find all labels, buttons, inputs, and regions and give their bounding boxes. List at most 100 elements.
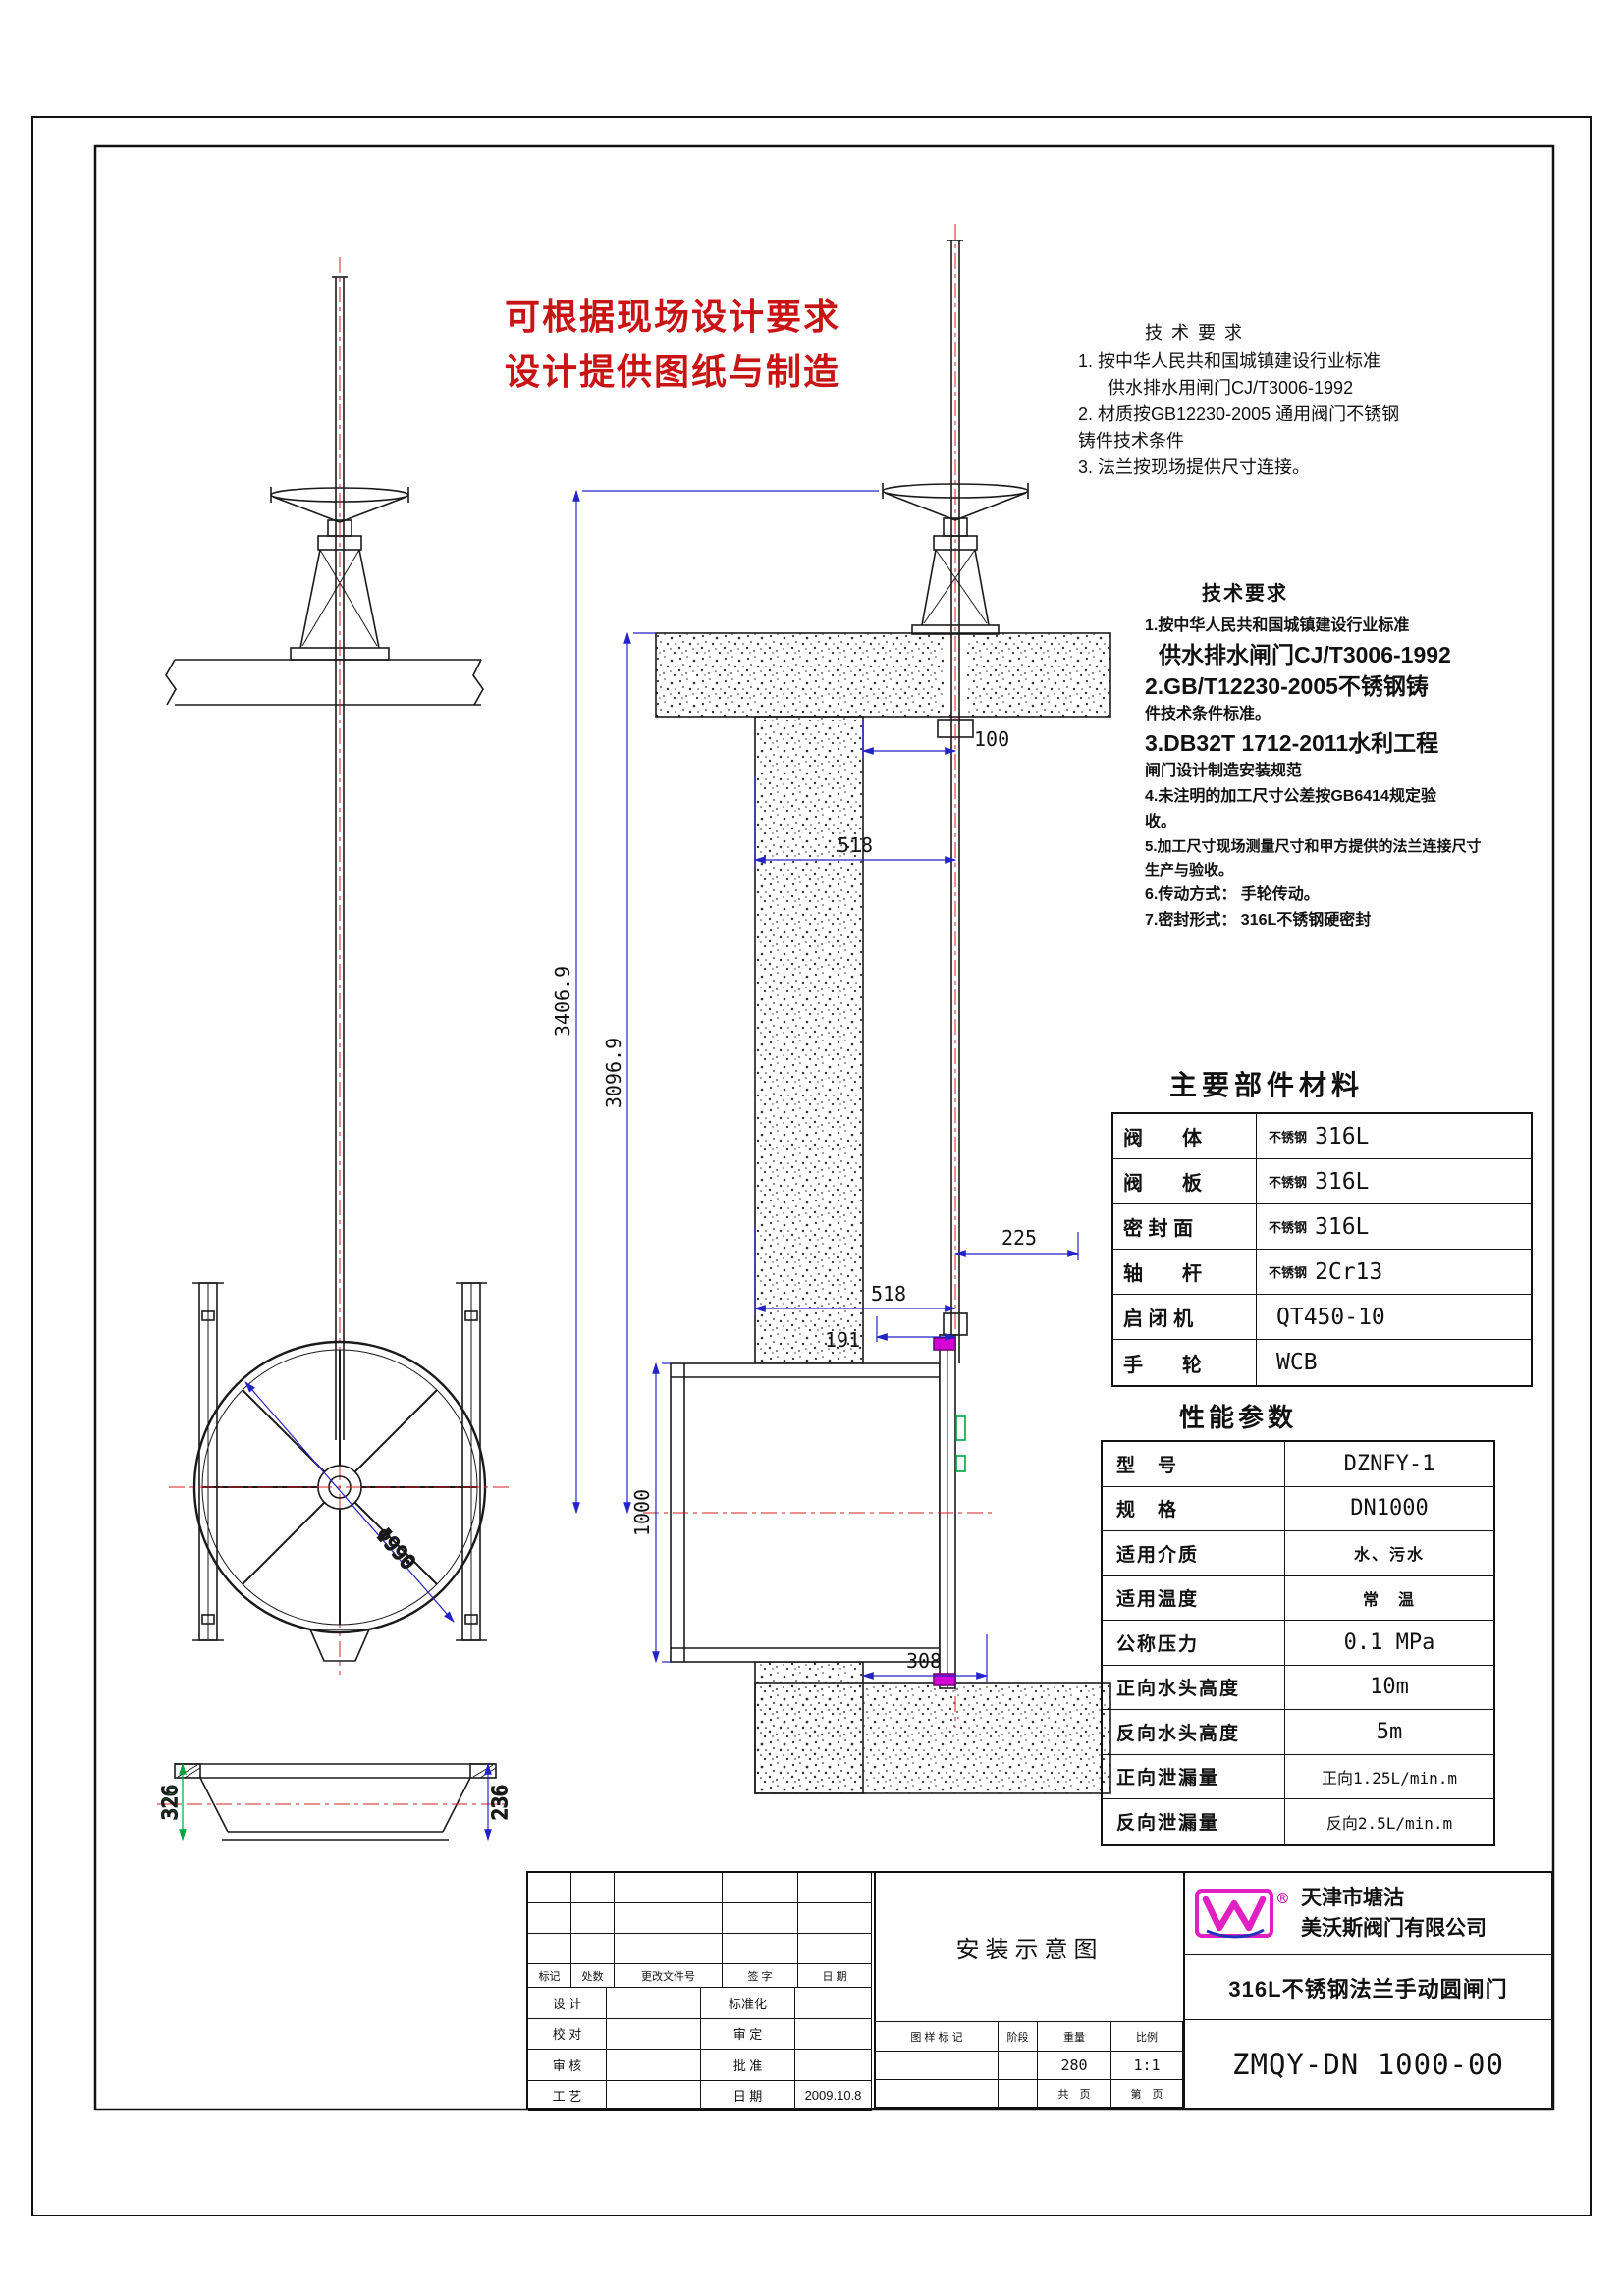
param-value: 反向2.5L/min.m (1325, 1813, 1453, 1833)
company-logo: ® (1195, 1888, 1288, 1938)
material-value: 316L (1315, 1213, 1370, 1240)
stamp-label: 比例 (1111, 2022, 1183, 2052)
tech-main-line: 7.密封形式： 316L不锈钢硬密封 (1145, 912, 1372, 929)
table-row: 手 轮 WCB (1113, 1340, 1531, 1385)
material-name: 阀 板 (1113, 1159, 1257, 1203)
product-name: 316L不锈钢法兰手动圆闸门 (1185, 1955, 1551, 2020)
dim-top-offset: 100 (974, 727, 1009, 751)
channel-section-view: 326 236 (157, 1762, 513, 1842)
sign-value (795, 2018, 872, 2050)
param-value: 常 温 (1362, 1591, 1416, 1609)
rev-header-cell: 标记 (528, 1964, 571, 1988)
params-table: 型 号 DZNFY-1 规 格 DN1000 适用介质 水、污水 适用温度 常 … (1101, 1440, 1495, 1846)
weight-value: 280 (1038, 2052, 1111, 2080)
sign-label: 校 对 (528, 2018, 607, 2050)
material-grade: 不锈钢 (1269, 1130, 1308, 1145)
title-block-center: 安装示意图 图 样 标 记 阶段 重量 比例 280 1:1 共 页 第 页 (874, 1873, 1183, 2108)
disc-diameter-dim: Φ990 (244, 1381, 455, 1623)
red-note-line2: 设计提供图纸与制造 (504, 350, 840, 392)
table-row: 阀 板 不锈钢 316L (1113, 1159, 1531, 1204)
tech-top-line: 3. 法兰按现场提供尺寸连接。 (1078, 457, 1311, 477)
sign-label: 审 核 (528, 2050, 607, 2081)
table-row: 阀 体 不锈钢 316L (1113, 1114, 1531, 1159)
tech-main-line: 闸门设计制造安装规范 (1145, 763, 1303, 779)
guide-rail-right (456, 1282, 487, 1641)
stem-front (332, 276, 348, 1440)
stamp-label: 图 样 标 记 (876, 2022, 999, 2052)
param-value: 10m (1370, 1675, 1409, 1700)
tech-main-line: 4.未注明的加工尺寸公差按GB6414规定验 (1145, 788, 1436, 805)
stamp-label: 重量 (1038, 2022, 1111, 2052)
tech-main-title: 技术要求 (1202, 583, 1288, 605)
revision-header-row: 标记 处数 更改文件号 签 字 日 期 (528, 1964, 874, 1988)
rev-header-cell: 处数 (571, 1964, 615, 1988)
param-name: 规 格 (1103, 1486, 1285, 1530)
bottom-bracket (308, 1629, 371, 1662)
concrete-structure (655, 632, 1111, 1794)
company-city: 天津市塘沽 (1301, 1887, 1404, 1910)
table-row: 反向水头高度 5m (1103, 1710, 1493, 1755)
valve-body-section (670, 1312, 968, 1689)
stamp-grid: 图 样 标 记 阶段 重量 比例 280 1:1 共 页 第 页 (876, 2022, 1183, 2108)
table-row: 型 号 DZNFY-1 (1103, 1442, 1493, 1487)
param-value: DN1000 (1350, 1496, 1429, 1522)
section-dimensions: 3406.9 3096.9 1000 100 518 225 (551, 489, 1080, 1682)
material-value: 316L (1315, 1168, 1370, 1195)
rev-header-cell: 日 期 (798, 1964, 872, 1988)
dim-valve-height: 1000 (630, 1489, 654, 1536)
valve-front-view (165, 257, 484, 1675)
guide-rail-left (192, 1282, 224, 1641)
material-name: 启 闭 机 (1113, 1295, 1257, 1339)
dim-channel-left: 326 (158, 1785, 182, 1820)
sheet-number: 第 页 (1111, 2080, 1183, 2108)
sign-label: 标准化 (701, 1988, 795, 2019)
dim-overall-height: 3406.9 (551, 966, 574, 1037)
guide-block-upper (955, 1415, 966, 1441)
param-value: 0.1 MPa (1343, 1629, 1435, 1655)
revision-blank-grid (528, 1873, 874, 1964)
material-grade: 不锈钢 (1269, 1175, 1308, 1190)
dim-gate-width: 518 (871, 1282, 906, 1306)
guide-block-lower (955, 1455, 966, 1472)
handwheel-section (882, 483, 1029, 635)
table-row: 适用介质 水、污水 (1103, 1531, 1493, 1576)
sign-label: 批 准 (701, 2050, 795, 2081)
dim-channel-right: 236 (488, 1785, 512, 1820)
tech-main-line: 5.加工尺寸现场测量尺寸和甲方提供的法兰连接尺寸 (1145, 838, 1482, 855)
param-name: 型 号 (1103, 1442, 1285, 1486)
tech-top-line: 供水排水用闸门CJ/T3006-1992 (1108, 378, 1354, 398)
material-value: 316L (1315, 1123, 1370, 1149)
tech-main-line: 供水排水闸门CJ/T3006-1992 (1159, 642, 1451, 667)
rev-header-cell: 更改文件号 (615, 1964, 723, 1988)
param-name: 公称压力 (1103, 1621, 1285, 1665)
red-note: 可根据现场设计要求 设计提供图纸与制造 (452, 290, 893, 400)
param-name: 反向泄漏量 (1103, 1799, 1285, 1844)
material-name: 阀 体 (1113, 1114, 1257, 1158)
params-table-title: 性能参数 (1178, 1403, 1297, 1432)
tech-main-line: 3.DB32T 1712-2011水利工程 (1145, 730, 1439, 756)
sign-value (795, 2050, 872, 2081)
table-row: 公称压力 0.1 MPa (1103, 1621, 1493, 1666)
table-row: 正向水头高度 10m (1103, 1665, 1493, 1710)
seal-top (933, 1337, 956, 1351)
inner-border (93, 144, 1555, 2111)
tech-top-line: 1. 按中华人民共和国城镇建设行业标准 (1078, 351, 1381, 371)
tech-main-line: 2.GB/T12230-2005不锈钢铸 (1145, 673, 1429, 699)
drawing-title: 安装示意图 (876, 1873, 1183, 2022)
drawing-number: ZMQY-DN 1000-00 (1232, 2047, 1504, 2081)
title-block-company: ® 天津市塘沽 美沃斯阀门有限公司 316L不锈钢法兰手动圆闸门 ZMQY-DN… (1183, 1873, 1551, 2108)
material-value: QT450-10 (1276, 1304, 1385, 1330)
sign-value: 2009.10.8 (795, 2080, 872, 2111)
tech-top-line: 2. 材质按GB12230-2005 通用阀门不锈钢 (1078, 404, 1400, 424)
tech-requirements-top: 技 术 要 求 1. 按中华人民共和国城镇建设行业标准 供水排水用闸门CJ/T3… (1078, 320, 1549, 481)
table-row: 适用温度 常 温 (1103, 1575, 1493, 1621)
dim-gate-offset: 191 (825, 1328, 860, 1352)
param-name: 正向水头高度 (1103, 1665, 1285, 1709)
red-note-line1: 可根据现场设计要求 (504, 296, 840, 337)
registered-mark-icon: ® (1277, 1889, 1288, 1909)
table-row: 启 闭 机 QT450-10 (1113, 1295, 1531, 1340)
sign-label: 设 计 (528, 1988, 607, 2019)
outer-border (31, 116, 1592, 2216)
